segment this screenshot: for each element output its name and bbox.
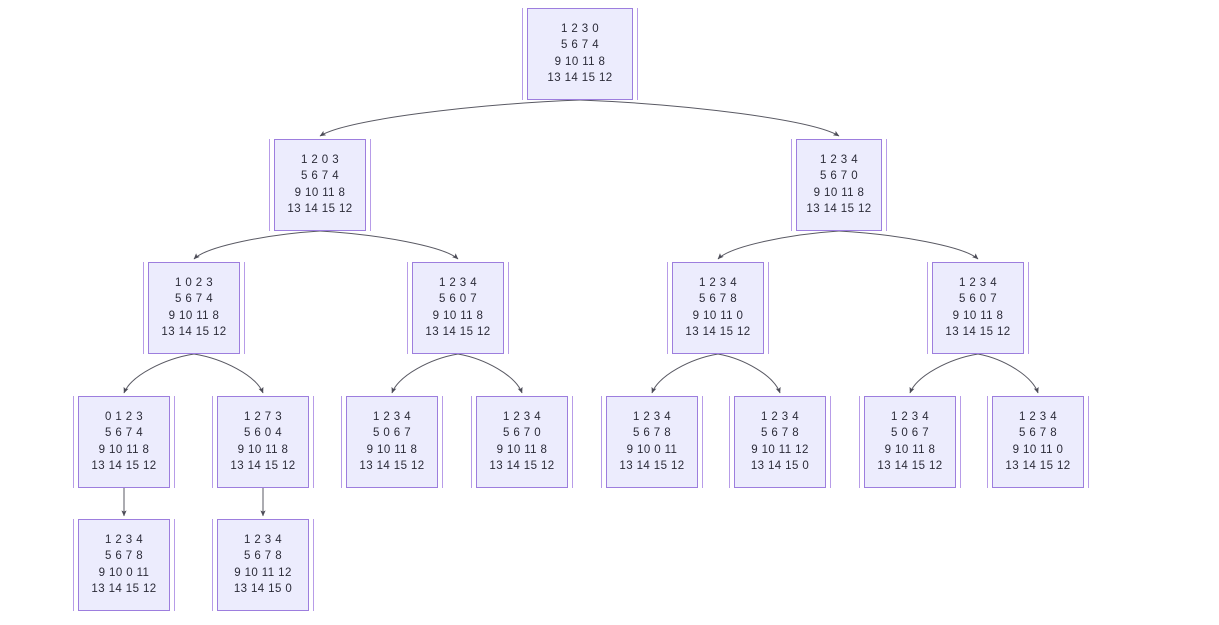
puzzle-row: 1 2 3 4 (761, 410, 799, 423)
tree-edge (909, 353, 979, 394)
puzzle-row: 9 10 11 0 (692, 309, 744, 322)
puzzle-row: 5 6 7 8 (761, 427, 799, 439)
puzzle-row: 1 2 3 4 (633, 410, 671, 423)
puzzle-row: 13 14 15 12 (161, 326, 227, 338)
tree-edge (319, 230, 459, 260)
puzzle-row: 9 10 11 8 (884, 443, 936, 456)
puzzle-state-node[interactable]: 1 2 3 4 5 6 0 7 9 10 11 8 13 14 15 12 (927, 261, 1029, 355)
puzzle-row: 1 2 3 4 (959, 276, 997, 289)
puzzle-row: 13 14 15 12 (425, 326, 491, 338)
puzzle-state-node[interactable]: 1 2 3 4 5 6 7 8 9 10 11 0 13 14 15 12 (987, 395, 1089, 489)
puzzle-row: 9 10 11 8 (237, 443, 289, 456)
puzzle-row: 0 1 2 3 (105, 410, 143, 423)
tree-edge (193, 230, 321, 260)
puzzle-row: 1 2 3 0 (561, 22, 599, 35)
puzzle-row: 13 14 15 12 (877, 460, 943, 472)
puzzle-row: 9 10 11 12 (234, 566, 292, 579)
puzzle-row: 13 14 15 12 (619, 460, 685, 472)
puzzle-row: 9 10 0 11 (98, 566, 150, 579)
puzzle-state-node[interactable]: 1 2 3 4 5 6 7 8 9 10 0 11 13 14 15 12 (601, 395, 703, 489)
puzzle-row: 13 14 15 0 (233, 583, 293, 595)
puzzle-row: 1 0 2 3 (175, 276, 213, 289)
puzzle-row: 5 6 7 8 (105, 550, 143, 562)
puzzle-row: 5 6 7 8 (1019, 427, 1057, 439)
puzzle-row: 13 14 15 12 (1005, 460, 1071, 472)
tree-edge (193, 353, 264, 394)
tree-edge (651, 353, 719, 394)
puzzle-row: 9 10 0 11 (626, 443, 678, 456)
puzzle-row: 5 0 6 7 (891, 427, 929, 439)
puzzle-row: 13 14 15 12 (359, 460, 425, 472)
puzzle-row: 5 6 7 0 (503, 427, 541, 439)
puzzle-state-node[interactable]: 1 2 3 4 5 6 7 8 9 10 0 11 13 14 15 12 (73, 518, 175, 612)
puzzle-row: 5 0 6 7 (373, 427, 411, 439)
puzzle-row: 13 14 15 12 (685, 326, 751, 338)
puzzle-row: 9 10 11 8 (496, 443, 548, 456)
tree-edge (579, 99, 840, 137)
puzzle-state-node[interactable]: 1 2 3 4 5 6 7 8 9 10 11 12 13 14 15 0 (212, 518, 314, 612)
puzzle-state-node[interactable]: 1 2 3 4 5 0 6 7 9 10 11 8 13 14 15 12 (341, 395, 443, 489)
puzzle-row: 13 14 15 12 (287, 203, 353, 215)
tree-edge (838, 230, 979, 260)
tree-edge (123, 353, 195, 394)
puzzle-row: 9 10 11 8 (554, 55, 606, 68)
tree-edge (717, 353, 781, 394)
tree-edge (319, 99, 581, 137)
puzzle-row: 1 2 3 4 (699, 276, 737, 289)
puzzle-row: 13 14 15 0 (750, 460, 810, 472)
puzzle-row: 1 2 3 4 (244, 533, 282, 546)
tree-edge (717, 230, 840, 260)
puzzle-row: 9 10 11 8 (294, 186, 346, 199)
puzzle-state-node[interactable]: 1 2 3 4 5 6 7 0 9 10 11 8 13 14 15 12 (791, 138, 887, 232)
puzzle-state-node[interactable]: 1 2 0 3 5 6 7 4 9 10 11 8 13 14 15 12 (269, 138, 371, 232)
puzzle-row: 13 14 15 12 (547, 72, 613, 84)
puzzle-row: 1 2 3 4 (105, 533, 143, 546)
puzzle-row: 9 10 11 8 (813, 186, 865, 199)
puzzle-row: 1 2 3 4 (820, 153, 858, 166)
puzzle-row: 9 10 11 8 (952, 309, 1004, 322)
puzzle-row: 13 14 15 12 (91, 460, 157, 472)
puzzle-row: 5 6 7 4 (561, 39, 599, 51)
puzzle-row: 1 2 3 4 (503, 410, 541, 423)
puzzle-row: 1 2 0 3 (301, 153, 339, 166)
puzzle-row: 9 10 11 8 (168, 309, 220, 322)
puzzle-row: 5 6 7 4 (105, 427, 143, 439)
puzzle-row: 13 14 15 12 (945, 326, 1011, 338)
puzzle-row: 9 10 11 0 (1012, 443, 1064, 456)
puzzle-row: 9 10 11 12 (751, 443, 809, 456)
puzzle-row: 5 6 7 4 (301, 170, 339, 182)
puzzle-row: 9 10 11 8 (98, 443, 150, 456)
puzzle-state-node[interactable]: 1 2 7 3 5 6 0 4 9 10 11 8 13 14 15 12 (212, 395, 314, 489)
puzzle-row: 1 2 7 3 (244, 410, 282, 423)
puzzle-state-node[interactable]: 1 2 3 4 5 6 7 8 9 10 11 12 13 14 15 0 (729, 395, 831, 489)
puzzle-state-node[interactable]: 1 2 3 4 5 6 7 0 9 10 11 8 13 14 15 12 (471, 395, 573, 489)
puzzle-state-node[interactable]: 1 2 3 4 5 6 7 8 9 10 11 0 13 14 15 12 (667, 261, 769, 355)
puzzle-row: 5 6 0 4 (244, 427, 282, 439)
puzzle-row: 9 10 11 8 (366, 443, 418, 456)
puzzle-row: 5 6 0 7 (959, 293, 997, 305)
puzzle-row: 1 2 3 4 (891, 410, 929, 423)
puzzle-row: 13 14 15 12 (489, 460, 555, 472)
tree-edge (457, 353, 523, 394)
puzzle-row: 13 14 15 12 (91, 583, 157, 595)
puzzle-row: 9 10 11 8 (432, 309, 484, 322)
puzzle-row: 1 2 3 4 (439, 276, 477, 289)
puzzle-row: 5 6 7 8 (633, 427, 671, 439)
puzzle-row: 1 2 3 4 (373, 410, 411, 423)
puzzle-state-node[interactable]: 0 1 2 3 5 6 7 4 9 10 11 8 13 14 15 12 (73, 395, 175, 489)
tree-edge (977, 353, 1039, 394)
puzzle-row: 5 6 7 4 (175, 293, 213, 305)
puzzle-row: 13 14 15 12 (230, 460, 296, 472)
puzzle-state-node[interactable]: 1 2 3 0 5 6 7 4 9 10 11 8 13 14 15 12 (522, 7, 638, 101)
puzzle-row: 5 6 0 7 (439, 293, 477, 305)
puzzle-state-node[interactable]: 1 0 2 3 5 6 7 4 9 10 11 8 13 14 15 12 (143, 261, 245, 355)
puzzle-row: 5 6 7 8 (244, 550, 282, 562)
puzzle-row: 13 14 15 12 (806, 203, 872, 215)
puzzle-state-node[interactable]: 1 2 3 4 5 6 0 7 9 10 11 8 13 14 15 12 (407, 261, 509, 355)
puzzle-row: 5 6 7 8 (699, 293, 737, 305)
puzzle-row: 1 2 3 4 (1019, 410, 1057, 423)
puzzle-state-node[interactable]: 1 2 3 4 5 0 6 7 9 10 11 8 13 14 15 12 (859, 395, 961, 489)
puzzle-row: 5 6 7 0 (820, 170, 858, 182)
tree-edge (391, 353, 459, 394)
